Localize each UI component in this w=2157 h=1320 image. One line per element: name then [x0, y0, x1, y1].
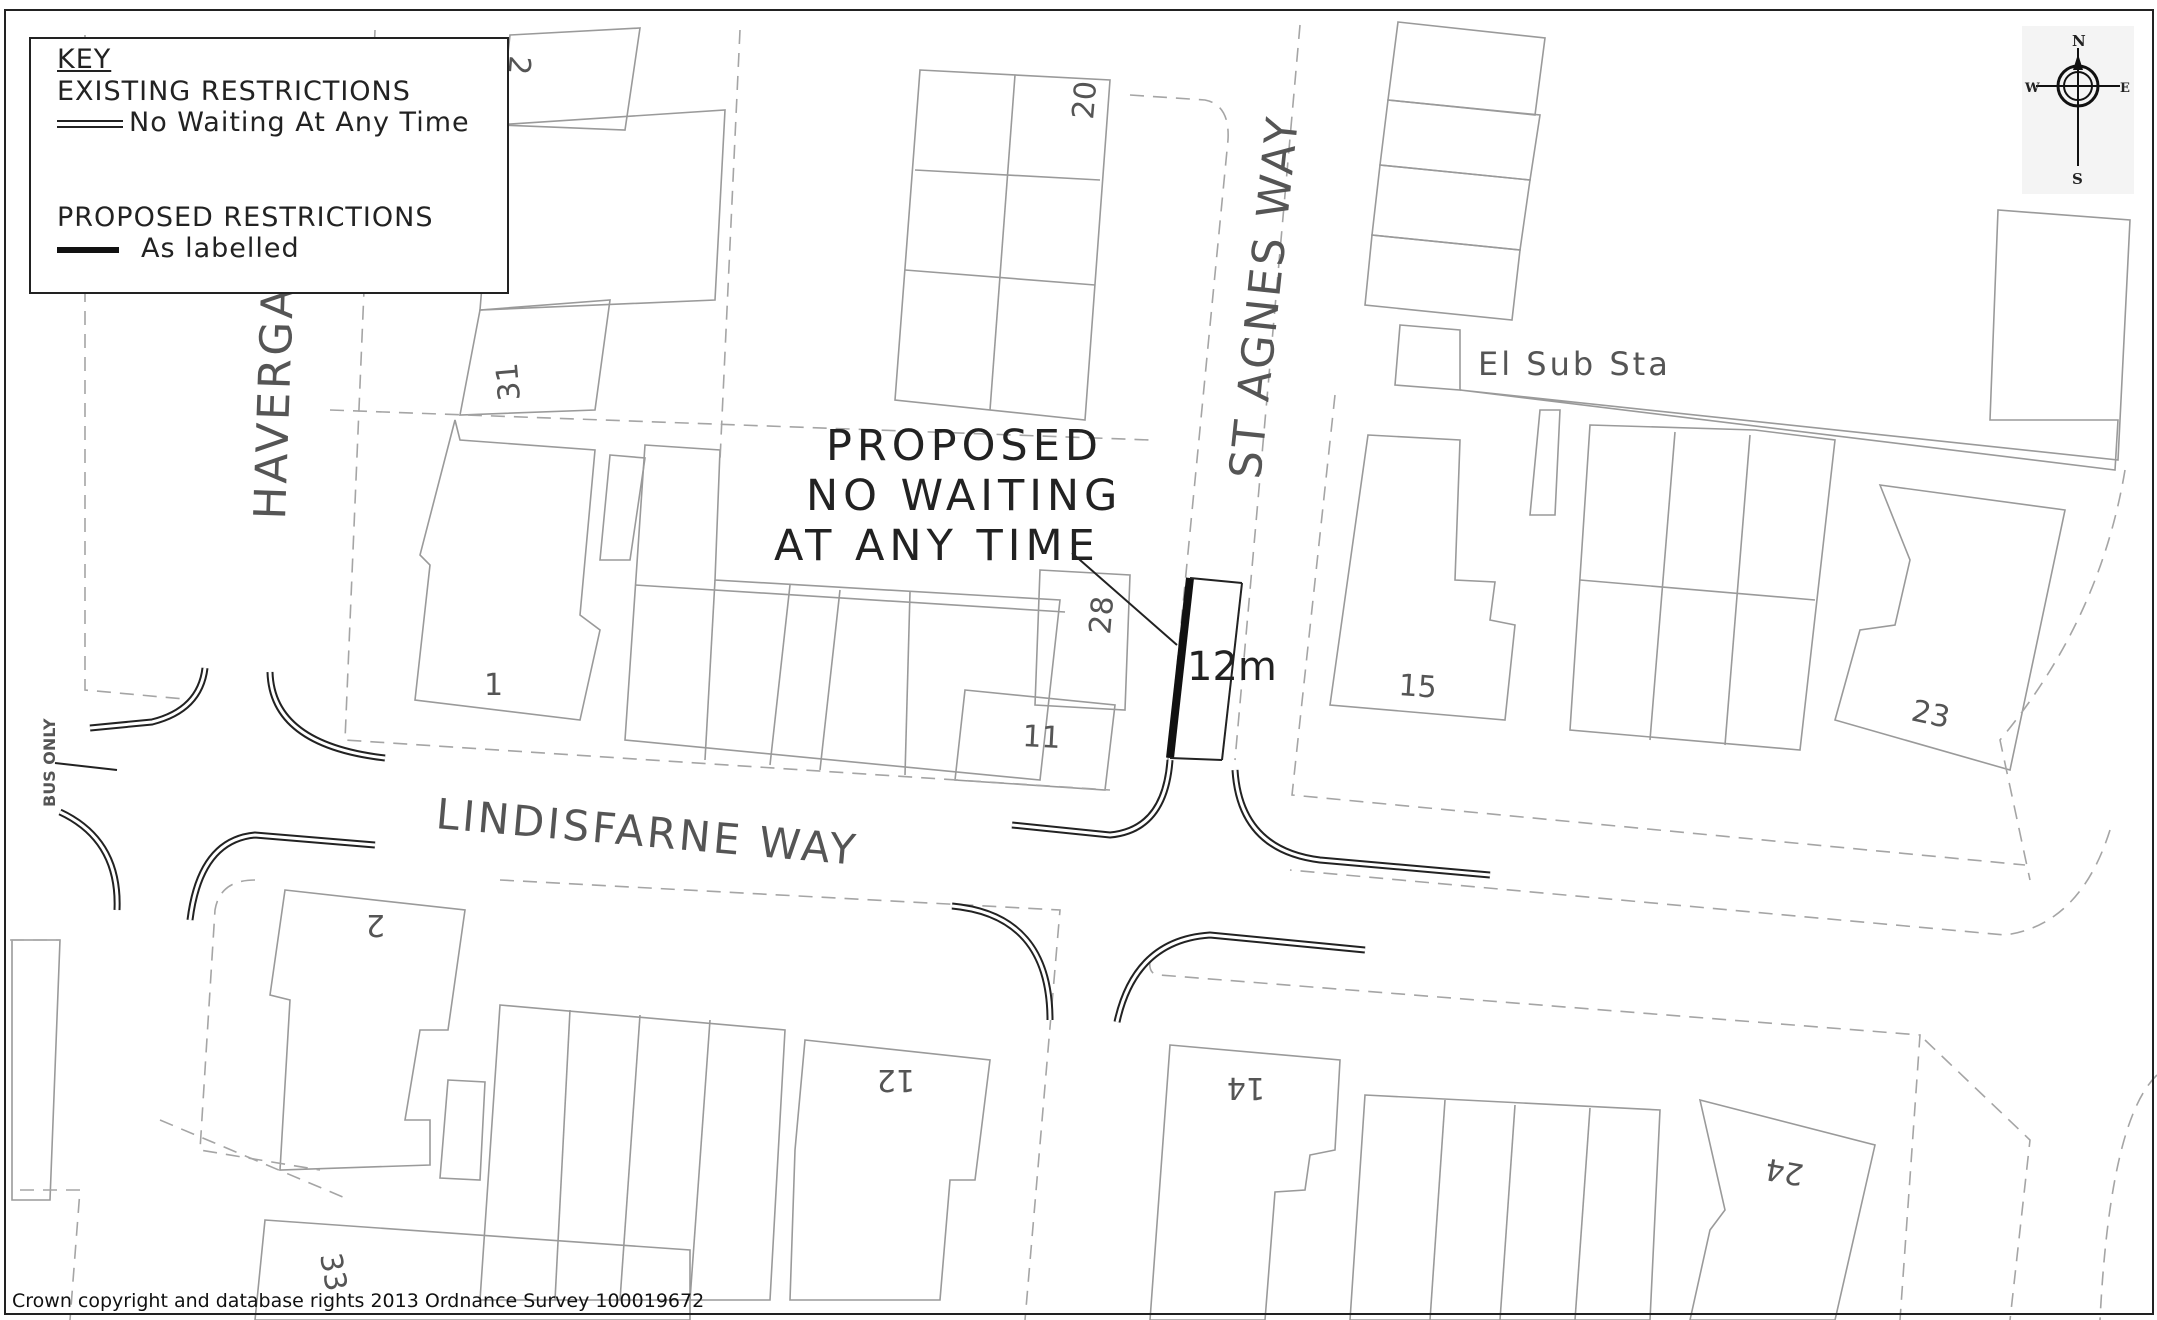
svg-text:E: E: [2120, 81, 2130, 96]
compass-icon: N S E W: [2024, 32, 2130, 188]
proposed-item-label: As labelled: [141, 233, 300, 264]
svg-text:12: 12: [877, 1062, 915, 1097]
svg-text:24: 24: [1763, 1150, 1807, 1191]
svg-text:31: 31: [490, 361, 528, 402]
svg-text:14: 14: [1227, 1070, 1265, 1105]
key-title: KEY: [57, 44, 112, 75]
svg-text:23: 23: [1908, 694, 1953, 736]
callout-line-2: NO WAITING: [806, 471, 1123, 521]
proposed-item: As labelled: [57, 233, 300, 264]
svg-text:15: 15: [1397, 668, 1438, 706]
svg-text:28: 28: [1083, 595, 1121, 636]
house-numbers: 20 31 1 28 11 15 23 2 12 14 24 33 2: [312, 54, 1953, 1294]
street-label-lindisfarne-way: LINDISFARNE WAY: [434, 789, 860, 875]
svg-text:20: 20: [1066, 80, 1104, 121]
existing-item-label: No Waiting At Any Time: [129, 107, 470, 138]
svg-text:2: 2: [500, 54, 537, 76]
svg-text:W: W: [2024, 81, 2040, 96]
proposed-restriction: [1071, 552, 1243, 761]
label-bus-only: BUS ONLY: [40, 718, 59, 807]
copyright-notice: Crown copyright and database rights 2013…: [12, 1290, 705, 1312]
svg-text:11: 11: [1022, 719, 1062, 756]
buildings: [11, 21, 2131, 1320]
thick-line-symbol: [57, 246, 119, 253]
north-arrow: N S E W: [2022, 26, 2134, 194]
svg-text:1: 1: [484, 668, 503, 703]
svg-text:2: 2: [366, 907, 385, 942]
restriction-length: 12m: [1187, 644, 1277, 690]
street-label-haverga: HAVERGA: [245, 285, 304, 521]
existing-heading: EXISTING RESTRICTIONS: [57, 76, 411, 107]
existing-item: No Waiting At Any Time: [57, 107, 470, 138]
label-el-sub-sta: El Sub Sta: [1478, 345, 1671, 383]
bus-lane-line: [54, 762, 118, 771]
svg-text:N: N: [2072, 32, 2086, 50]
proposed-heading: PROPOSED RESTRICTIONS: [57, 202, 434, 233]
svg-text:S: S: [2072, 170, 2083, 188]
callout-line-3: AT ANY TIME: [774, 521, 1100, 571]
existing-restriction-lines: [58, 667, 1491, 1023]
callout-line-1: PROPOSED: [826, 421, 1104, 471]
double-line-symbol: [57, 119, 123, 128]
svg-text:33: 33: [312, 1250, 353, 1294]
street-label-st-agnes-way: ST AGNES WAY: [1220, 112, 1309, 481]
map-key: KEY EXISTING RESTRICTIONS No Waiting At …: [29, 37, 509, 294]
